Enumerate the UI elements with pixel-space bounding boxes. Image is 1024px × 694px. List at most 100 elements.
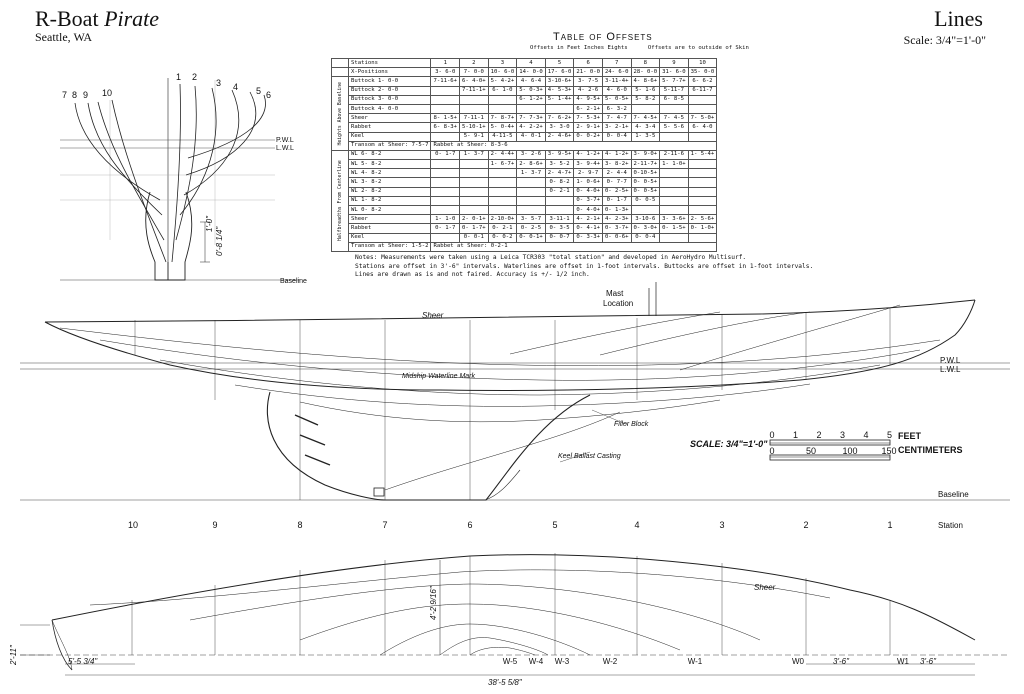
station-number: 7 (382, 520, 387, 530)
station-number: 10 (128, 520, 138, 530)
row-label: Keel (347, 232, 432, 243)
table-title: Table of Offsets (553, 31, 653, 43)
end-dim: 3'-6" (920, 657, 937, 666)
beam-dim: 4'-2 9/16" (429, 585, 438, 620)
scale-tick: 100 (842, 446, 857, 456)
scale-tick: 150 (881, 446, 896, 456)
body-plan (60, 78, 300, 281)
table-cell (687, 131, 718, 142)
baseline-label: Baseline (938, 490, 969, 499)
table-cell (430, 177, 461, 188)
waterline-label: W1 (897, 657, 910, 666)
table-cell: 5-10-1+ (459, 122, 489, 133)
table-cell: 6- 8-3+ (430, 122, 461, 133)
cm-unit: CENTIMETERS (898, 445, 963, 455)
table-cell: 6- 4-0 (687, 122, 718, 133)
station-label: 3 (216, 78, 221, 88)
table-cell: 0- 0-1 (459, 232, 489, 243)
table-cell (430, 204, 461, 216)
table-cell (459, 195, 489, 207)
table-cell (430, 168, 461, 179)
scale-tick: 2 (816, 430, 821, 440)
row-label: WL 6- 8-2 (347, 149, 432, 161)
title-prefix: R-Boat (35, 6, 105, 31)
title-boat-name: Pirate (104, 6, 160, 31)
lwl-label: L.W.L (276, 145, 294, 152)
table-cell (430, 131, 461, 142)
table-cell: 0- 1-7 (430, 149, 461, 161)
table-cell: 1- 3-7 (459, 149, 489, 161)
waterline-label: W-4 (529, 657, 544, 666)
station-number: 5 (552, 520, 557, 530)
table-cell: 1- 5-4+ (687, 149, 718, 161)
station-label: 5 (256, 86, 261, 96)
table-cell (687, 195, 718, 207)
title: R-Boat Pirate (35, 6, 159, 32)
sheer-label: Sheer (422, 311, 444, 320)
dim-label: 1'-0" (205, 215, 214, 232)
mast-label: Location (603, 299, 633, 308)
table-cell (430, 159, 461, 170)
feet-unit: FEET (898, 431, 922, 441)
table-cell (430, 232, 461, 243)
location: Seattle, WA (35, 30, 93, 44)
overhang-dim: 5'-5 3/4" (68, 657, 98, 666)
pwl-label: P.W.L (940, 356, 961, 365)
station-label: 10 (102, 88, 112, 98)
pwl-label: P.W.L (276, 137, 294, 144)
station-number: 1 (887, 520, 892, 530)
rabbet-cell: Rabbet at Sheer: 0-2-1 (430, 241, 718, 252)
midship-label: Midship Waterline Mark (402, 373, 476, 380)
table-cell (459, 168, 489, 179)
lwl-label: L.W.L (940, 365, 961, 374)
rabbet-cell: Rabbet at Sheer: 8-3-6 (430, 140, 718, 151)
filler-label: Filler Block (614, 421, 649, 428)
scale-tick: 4 (863, 430, 868, 440)
waterline-label: W-2 (603, 657, 618, 666)
station-label: 1 (176, 72, 181, 82)
table-cell: 5- 9-1 (459, 131, 489, 142)
note-line: Lines are drawn as is and not faired. Ac… (355, 271, 590, 278)
table-cell (430, 195, 461, 207)
station-label: 7 (62, 90, 67, 100)
scale-bar (769, 439, 891, 461)
scale-tick: 1 (793, 430, 798, 440)
row-label: Rabbet (347, 122, 432, 133)
row-label: WL 5- 8-2 (347, 159, 432, 170)
row-label: Sheer (347, 214, 432, 225)
scale-label: SCALE: 3/4"=1'-0" (690, 439, 768, 449)
waterline-label: W0 (792, 657, 805, 666)
table-cell: 1- 1-0 (430, 214, 461, 225)
waterline-label: W-3 (555, 657, 570, 666)
row-label: WL 2- 8-2 (347, 186, 432, 197)
table-cell (687, 204, 718, 216)
table-cell (687, 232, 718, 243)
table-cell (459, 204, 489, 216)
station-label: 8 (72, 90, 77, 100)
station-number: 9 (212, 520, 217, 530)
scale-tick: 3 (840, 430, 845, 440)
scale-note: Scale: 3/4"=1'-0" (903, 33, 986, 47)
station-label: 4 (233, 82, 238, 92)
station-label: Station (938, 521, 963, 530)
scale-tick: 0 (769, 430, 774, 440)
mast-label: Mast (606, 289, 624, 298)
table-cell (687, 177, 718, 188)
station-number: 2 (803, 520, 808, 530)
table-cell (687, 168, 718, 179)
note-line: Stations are offset in 3'-6" intervals. … (355, 262, 814, 270)
dim-label: 0'-8 1/4" (215, 226, 224, 256)
